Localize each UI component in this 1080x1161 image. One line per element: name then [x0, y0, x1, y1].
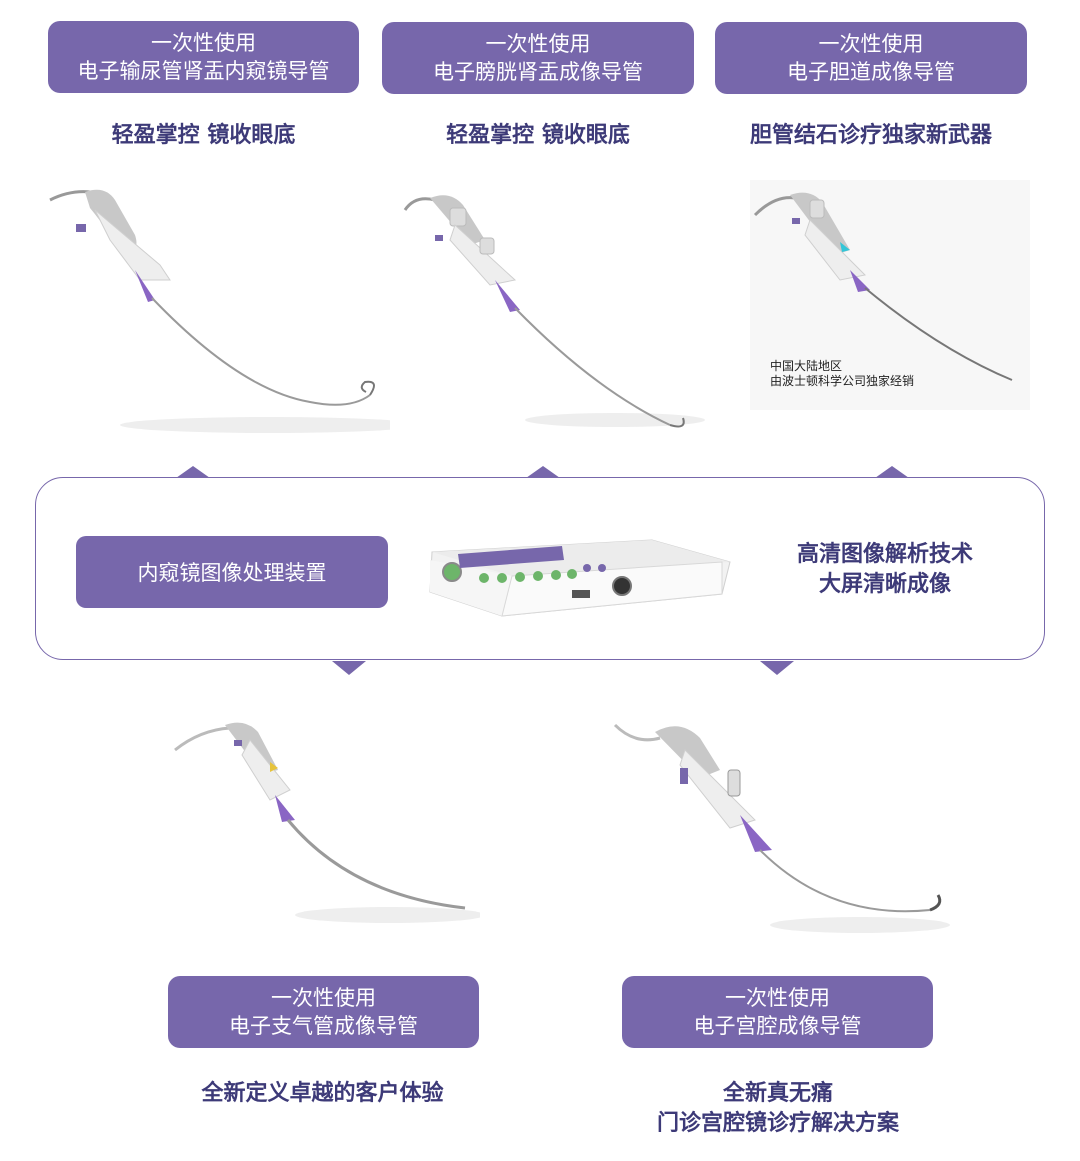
arrow-up-icon	[176, 466, 210, 478]
tagline-text: 轻盈掌控 镜收眼底	[111, 123, 296, 148]
badge-line2: 电子输尿管肾盂内窥镜导管	[77, 59, 330, 83]
badge-line1: 一次性使用	[818, 32, 924, 56]
badge-line1: 一次性使用	[151, 31, 256, 55]
distribution-note: 中国大陆地区 由波士顿科学公司独家经销	[770, 359, 914, 389]
cystoscope-image	[403, 195, 705, 428]
image-processor-icon	[429, 539, 731, 617]
arrow-down-icon	[760, 661, 794, 675]
bronchoscope-image	[174, 722, 480, 923]
feature-line2: 大屏清晰成像	[818, 572, 951, 597]
tagline-line2: 门诊宫腔镜诊疗解决方案	[656, 1111, 899, 1136]
tagline-text: 胆管结石诊疗独家新武器	[749, 123, 992, 148]
product-tagline-cholangioscope: 胆管结石诊疗独家新武器	[700, 121, 1042, 151]
product-badge-cystoscope: 一次性使用 电子膀胱肾盂成像导管	[382, 22, 694, 94]
badge-line1: 一次性使用	[725, 986, 830, 1010]
ureteroscope-image	[49, 189, 390, 433]
badge-line2: 电子膀胱肾盂成像导管	[433, 60, 643, 84]
arrow-up-icon	[526, 466, 560, 478]
badge-line1: 一次性使用	[485, 32, 591, 56]
product-badge-bronchoscope: 一次性使用 电子支气管成像导管	[168, 976, 479, 1048]
product-tagline-ureteroscope: 轻盈掌控 镜收眼底	[48, 121, 359, 151]
product-badge-hysteroscope: 一次性使用 电子宫腔成像导管	[622, 976, 933, 1048]
badge-line1: 一次性使用	[271, 986, 376, 1010]
note-line2: 由波士顿科学公司独家经销	[770, 374, 915, 388]
processor-features: 高清图像解析技术 大屏清晰成像	[760, 540, 1010, 600]
cholangioscope-image	[750, 180, 1030, 410]
badge-line2: 电子胆道成像导管	[787, 60, 955, 84]
feature-line1: 高清图像解析技术	[796, 542, 973, 567]
arrow-up-icon	[875, 466, 909, 478]
product-tagline-cystoscope: 轻盈掌控 镜收眼底	[382, 121, 694, 151]
product-badge-ureteroscope: 一次性使用 电子输尿管肾盂内窥镜导管	[48, 21, 359, 93]
badge-line2: 电子支气管成像导管	[229, 1014, 418, 1038]
tagline-text: 全新定义卓越的客户体验	[201, 1081, 444, 1106]
arrow-down-icon	[332, 661, 366, 675]
tagline-line1: 全新真无痛	[722, 1081, 833, 1106]
product-tagline-bronchoscope: 全新定义卓越的客户体验	[150, 1079, 495, 1109]
tagline-text: 轻盈掌控 镜收眼底	[446, 123, 630, 148]
note-line1: 中国大陆地区	[770, 359, 843, 373]
product-badge-cholangioscope: 一次性使用 电子胆道成像导管	[715, 22, 1027, 94]
processor-label: 内窥镜图像处理装置	[76, 536, 388, 608]
hysteroscope-image	[613, 723, 950, 933]
processor-label-text: 内窥镜图像处理装置	[137, 561, 327, 585]
product-tagline-hysteroscope: 全新真无痛 门诊宫腔镜诊疗解决方案	[610, 1079, 946, 1139]
badge-line2: 电子宫腔成像导管	[693, 1014, 862, 1038]
